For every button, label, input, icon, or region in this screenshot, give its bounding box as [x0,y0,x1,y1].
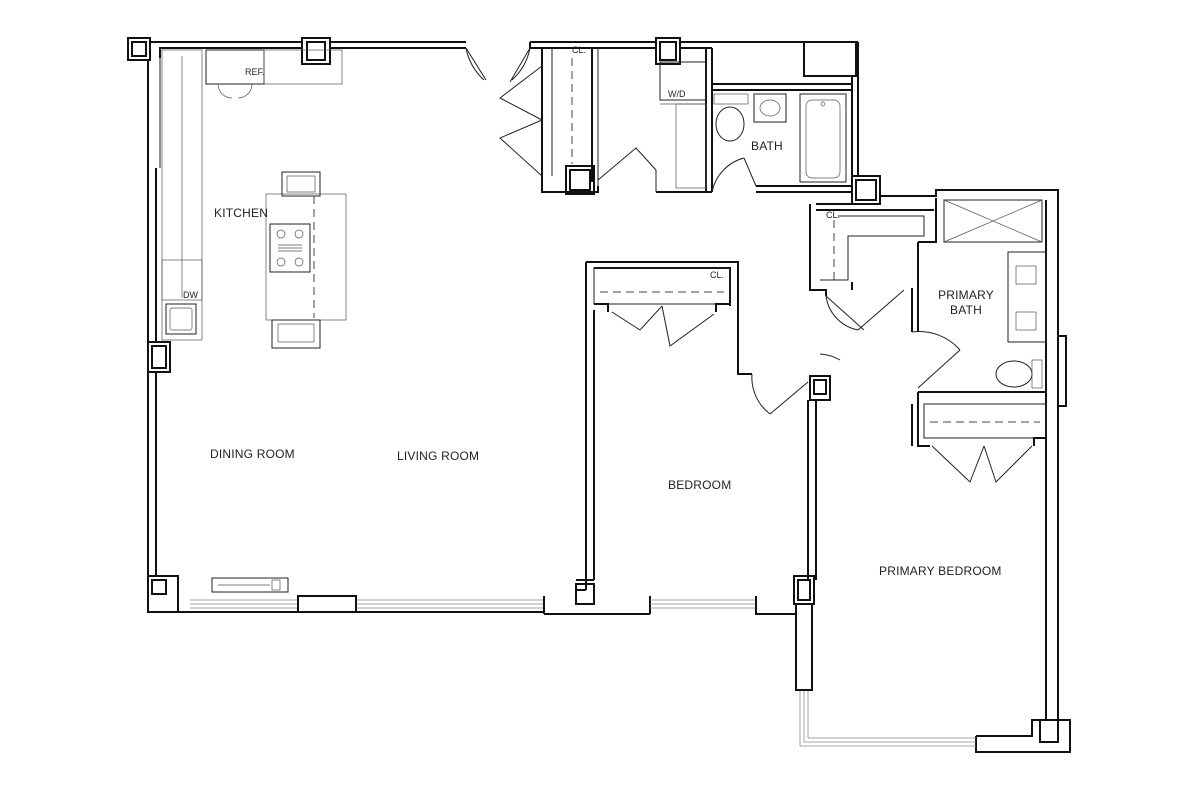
kitchen-label: KITCHEN [214,206,268,220]
living-room-label: LIVING ROOM [397,449,479,463]
bedroom-closet-label: CL. [710,270,724,280]
primary-bedroom-label: PRIMARY BEDROOM [879,564,1002,578]
room-labels: KITCHEN DINING ROOM LIVING ROOM BEDROOM … [210,139,1002,578]
shower-icon [943,199,1043,243]
exterior-walls [147,41,1071,753]
hall-closet-label: CL. [826,210,840,220]
cooktop-icon [269,223,311,273]
primary-bath-fixtures [943,199,1047,389]
kitchen-island [265,193,347,321]
dining-room-label: DINING ROOM [210,447,295,461]
vanity-sink-icon [753,93,787,123]
structural-columns [127,37,1059,743]
bath-label: BATH [751,139,783,153]
washer-dryer-label: W/D [668,89,686,99]
primary-toilet-icon [995,360,1033,388]
doors [465,47,1033,483]
radiator-icon [211,577,289,593]
primary-bath-label-line1: PRIMARY [938,288,994,302]
interior-walls [529,42,1047,591]
bathtub-icon [799,93,847,183]
refrigerator-label: REF. [245,67,265,77]
washer-dryer [659,61,707,189]
bath-fixtures [713,93,847,183]
bedroom-label: BEDROOM [668,478,731,492]
double-vanity-icon [1007,251,1047,343]
entry-closet-label: CL. [572,45,586,55]
fixture-labels: REF. W/D DW CL. CL. CL. [183,45,840,300]
dishwasher-label: DW [183,290,198,300]
kitchen-fixtures [161,49,347,349]
sink-icon [165,303,197,335]
primary-bath-label-line2: BATH [950,303,982,317]
ne-shaft [803,41,857,77]
toilet-icon [715,106,745,142]
